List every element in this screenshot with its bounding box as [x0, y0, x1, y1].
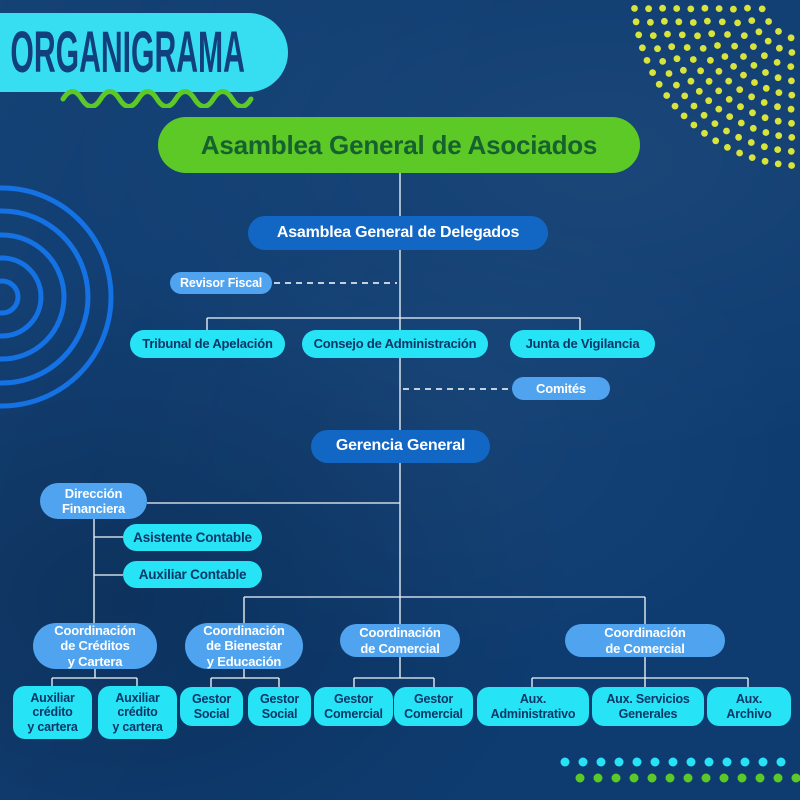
node-consejo-administracion: Consejo de Administración	[302, 330, 488, 358]
node-aux-administrativo: Aux. Administrativo	[477, 687, 589, 726]
title-banner: ORGANIGRAMA	[0, 13, 288, 92]
node-coordinacion-creditos: Coordinación de Créditos y Cartera	[33, 623, 157, 669]
node-aux-servicios-generales: Aux. Servicios Generales	[592, 687, 704, 726]
node-auxiliar-contable: Auxiliar Contable	[123, 561, 262, 588]
node-coordinacion-comercial-1: Coordinación de Comercial	[340, 624, 460, 657]
bottom-dot-rows	[560, 757, 800, 783]
page-title: ORGANIGRAMA	[10, 20, 245, 85]
node-revisor-fiscal: Revisor Fiscal	[170, 272, 272, 294]
concentric-circles-decoration	[0, 185, 114, 409]
node-gerencia-general: Gerencia General	[311, 430, 490, 463]
node-gestor-social-2: Gestor Social	[248, 687, 311, 726]
node-auxiliar-credito-2: Auxiliar crédito y cartera	[98, 686, 177, 739]
node-direccion-financiera: Dirección Financiera	[40, 483, 147, 519]
node-tribunal-apelacion: Tribunal de Apelación	[130, 330, 285, 358]
node-auxiliar-credito-1: Auxiliar crédito y cartera	[13, 686, 92, 739]
node-asamblea-delegados: Asamblea General de Delegados	[248, 216, 548, 250]
corner-dot-arcs	[631, 4, 796, 169]
node-junta-vigilancia: Junta de Vigilancia	[510, 330, 655, 358]
node-gestor-social-1: Gestor Social	[180, 687, 243, 726]
node-asistente-contable: Asistente Contable	[123, 524, 262, 551]
node-gestor-comercial-1: Gestor Comercial	[314, 687, 393, 726]
node-aux-archivo: Aux. Archivo	[707, 687, 791, 726]
wavy-underline-icon	[60, 89, 254, 108]
node-asamblea-asociados: Asamblea General de Asociados	[158, 117, 640, 173]
node-coordinacion-comercial-2: Coordinación de Comercial	[565, 624, 725, 657]
node-gestor-comercial-2: Gestor Comercial	[394, 687, 473, 726]
node-comites: Comités	[512, 377, 610, 400]
node-coordinacion-bienestar: Coordinación de Bienestar y Educación	[185, 623, 303, 669]
